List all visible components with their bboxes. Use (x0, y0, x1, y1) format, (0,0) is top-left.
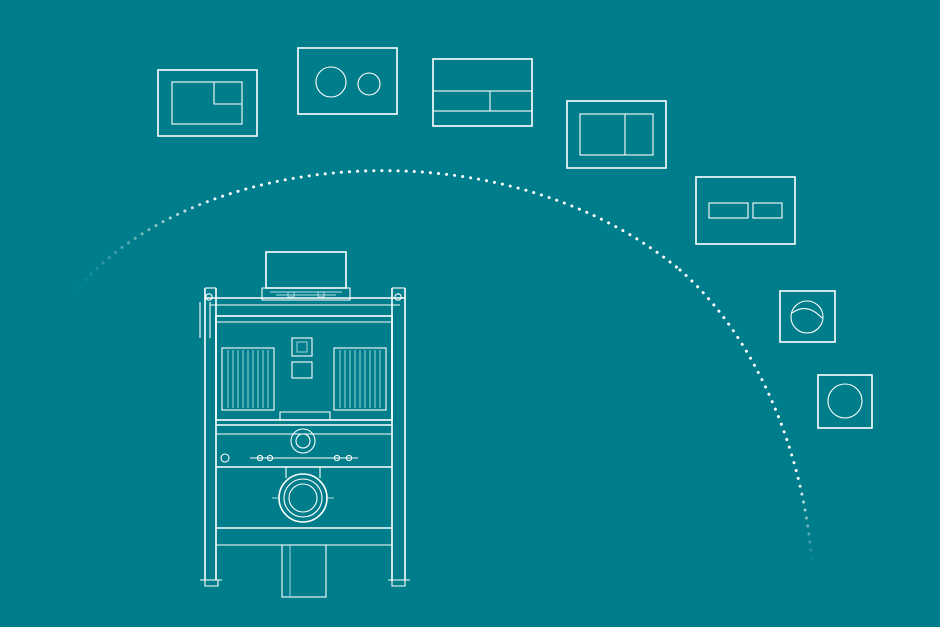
dotted-arc (73, 169, 814, 567)
single-round-button-plate-icon (817, 374, 873, 429)
round-tilted-button-plate-icon (779, 290, 836, 343)
square-split-button-plate-icon (157, 69, 258, 137)
cistern-grille-left (221, 347, 275, 411)
cistern-grille-right (333, 347, 387, 411)
two-panel-plate-icon (566, 100, 667, 169)
small-dual-button-plate-icon (695, 176, 796, 245)
dual-round-button-plate-icon (297, 47, 398, 115)
horizontal-bar-plate-icon (432, 58, 533, 127)
concealed-cistern-frame-icon (199, 251, 410, 598)
